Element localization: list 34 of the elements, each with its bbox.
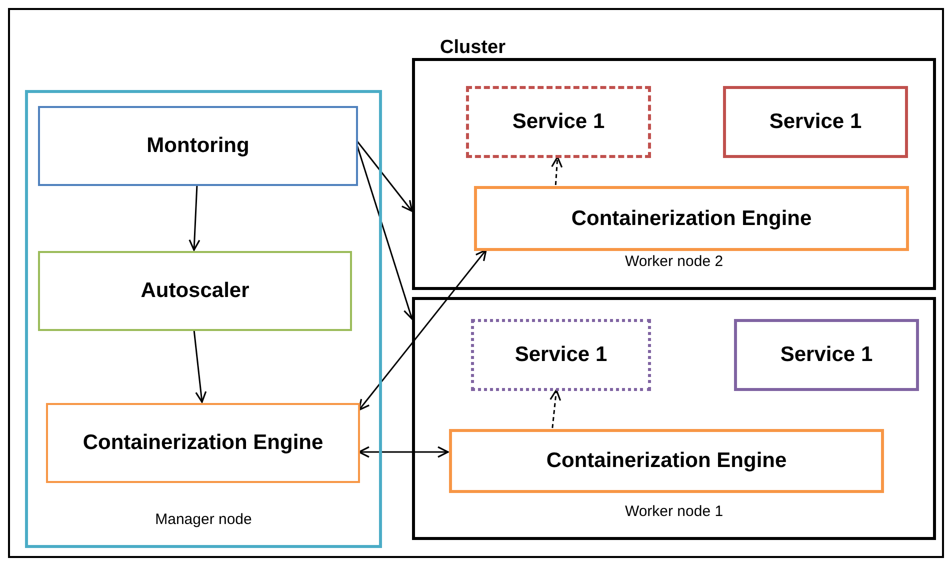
manager-node-box <box>25 90 382 548</box>
box-label: Service 1 <box>514 342 608 368</box>
arrow <box>193 330 207 403</box>
box-label: Autoscaler <box>140 278 250 304</box>
arrow <box>550 389 562 428</box>
node-label: Worker node 1 <box>624 502 724 522</box>
box-label: Service 1 <box>768 109 863 136</box>
process-box <box>46 403 360 483</box>
box-label: Containerization Engine <box>570 206 813 232</box>
arrow <box>188 184 200 251</box>
service-box <box>723 86 908 158</box>
arrow <box>356 144 415 320</box>
service-box <box>471 319 651 391</box>
process-box <box>38 106 358 186</box>
box-label: Service 1 <box>511 109 606 136</box>
cluster-label: Cluster <box>440 36 506 60</box>
node-label: Manager node <box>154 510 253 530</box>
arrow <box>358 446 449 458</box>
arrow <box>356 140 413 212</box>
box-label: Containerization Engine <box>82 430 324 456</box>
cluster-frame <box>8 8 944 558</box>
process-box <box>449 429 884 493</box>
process-box <box>474 186 909 251</box>
worker-node-box <box>412 58 936 290</box>
node-label: Worker node 2 <box>624 252 724 272</box>
process-box <box>38 251 352 331</box>
worker-node-box <box>412 297 936 540</box>
service-box <box>734 319 919 391</box>
arrow <box>358 249 487 411</box>
service-box <box>466 86 651 158</box>
box-label: Containerization Engine <box>545 448 788 474</box>
arrow <box>551 156 563 186</box>
box-label: Montoring <box>146 133 250 160</box>
box-label: Service 1 <box>779 342 874 368</box>
